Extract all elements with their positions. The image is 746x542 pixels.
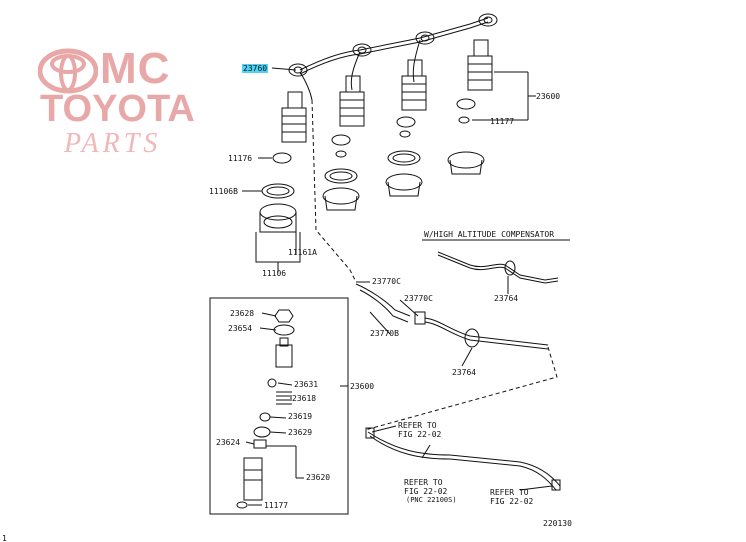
logo-mc-text: MC (100, 44, 171, 93)
corner-mark: 1 (2, 534, 7, 542)
compensator-heading: W/HIGH ALTITUDE COMPENSATOR (424, 230, 555, 239)
label-23770c-upper[interactable]: 23770C (372, 277, 401, 286)
logo-parts-text: PARTS (64, 128, 162, 159)
nozzle-seats (261, 98, 485, 211)
label-23618[interactable]: 23618 (292, 394, 317, 403)
dashed-leader (311, 99, 357, 283)
refer-note-2-line2[interactable]: FIG 22-02 (404, 487, 448, 496)
label-23764[interactable]: 23764 (452, 368, 477, 377)
label-11106[interactable]: 11106 (262, 269, 287, 278)
label-23628[interactable]: 23628 (230, 309, 255, 318)
label-23764-inset[interactable]: 23764 (494, 294, 519, 303)
refer-note-1-line1[interactable]: REFER TO (398, 421, 437, 430)
refer-note-1-line2[interactable]: FIG 22-02 (398, 430, 442, 439)
mc-toyota-parts-logo: MC TOYOTA PARTS (38, 44, 198, 164)
label-23620[interactable]: 23620 (306, 473, 331, 482)
label-11106b[interactable]: 11106B (209, 187, 238, 196)
exploded-injector (236, 309, 295, 509)
label-23770b[interactable]: 23770B (370, 329, 399, 338)
leader-lines (242, 67, 553, 506)
refer-note-3-line2[interactable]: FIG 22-02 (490, 497, 534, 506)
refer-note-2-line3: (PNC 22100S) (406, 496, 457, 504)
injector-nozzles (281, 39, 493, 143)
toyota-emblem-icon (38, 48, 98, 94)
label-23619[interactable]: 23619 (288, 412, 313, 421)
compensator-inset (422, 239, 570, 284)
label-23600-top[interactable]: 23600 (536, 92, 561, 101)
label-23624[interactable]: 23624 (216, 438, 241, 447)
figure-code: 220130 (543, 519, 572, 528)
label-23654[interactable]: 23654 (228, 324, 253, 333)
detail-box (209, 297, 349, 515)
logo-toyota-text: TOYOTA (40, 88, 195, 130)
injection-pipe-assembly (288, 13, 498, 101)
refer-note-2-line1[interactable]: REFER TO (404, 478, 443, 487)
label-23600-detail[interactable]: 23600 (350, 382, 375, 391)
label-11177-top[interactable]: 11177 (490, 117, 515, 126)
label-11161a[interactable]: 11161A (288, 248, 317, 257)
hose-assembly (355, 283, 561, 491)
refer-note-3-line1[interactable]: REFER TO (490, 488, 529, 497)
label-23631[interactable]: 23631 (294, 380, 319, 389)
label-23770c-lower[interactable]: 23770C (404, 294, 433, 303)
label-23629[interactable]: 23629 (288, 428, 313, 437)
label-11177-detail[interactable]: 11177 (264, 501, 289, 510)
label-23760[interactable]: 23760 (242, 64, 269, 73)
label-11176[interactable]: 11176 (228, 154, 253, 163)
